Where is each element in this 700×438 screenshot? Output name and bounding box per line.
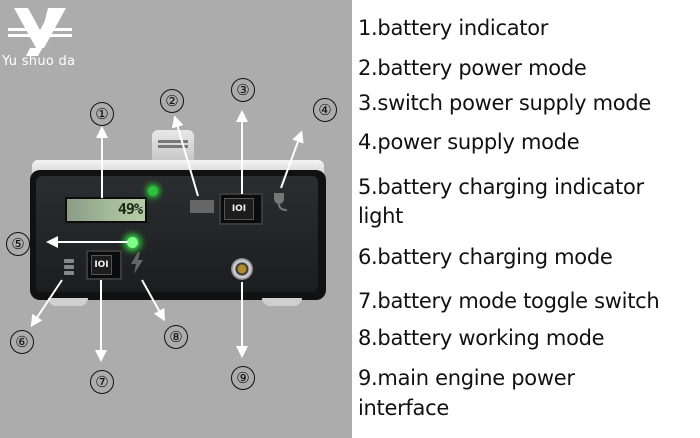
callout-number-6: ⑥ <box>10 330 34 354</box>
status-led <box>148 186 158 196</box>
main-power-connector <box>231 258 253 280</box>
battery-percentage: 49% <box>117 200 143 218</box>
legend-item-5-cont: light <box>358 204 404 228</box>
legend-item-6: 6.battery charging mode <box>358 245 613 269</box>
brand-name: Yu shuo da <box>2 54 76 69</box>
brand-logo-icon <box>8 8 72 56</box>
battery-icon <box>190 200 214 213</box>
charging-indicator-led <box>127 237 138 248</box>
callout-number-4: ④ <box>313 98 337 122</box>
legend-panel: 1.battery indicator 2.battery power mode… <box>352 0 700 438</box>
device-front-panel <box>36 176 318 292</box>
lightning-bolt-icon <box>131 252 143 274</box>
device-body <box>30 170 326 300</box>
legend-item-9-cont: interface <box>358 396 449 420</box>
callout-number-8: ⑧ <box>164 325 188 349</box>
callout-number-5: ⑤ <box>6 232 30 256</box>
legend-item-7: 7.battery mode toggle switch <box>358 289 660 313</box>
legend-item-4: 4.power supply mode <box>358 130 580 154</box>
product-photo-panel: Yu shuo da 49% IOI IOI <box>0 0 352 438</box>
callout-number-7: ⑦ <box>90 370 114 394</box>
callout-number-3: ③ <box>231 78 255 102</box>
battery-mode-toggle-switch[interactable]: IOI <box>86 250 122 280</box>
legend-item-5: 5.battery charging indicator <box>358 175 644 199</box>
callout-arrows <box>30 110 304 362</box>
callout-number-2: ② <box>160 89 184 113</box>
device-foot <box>48 298 88 306</box>
legend-item-9: 9.main engine power <box>358 366 575 390</box>
legend-item-8: 8.battery working mode <box>358 326 605 350</box>
battery-mode-switch-label: IOI <box>91 255 112 275</box>
device-foot <box>262 298 302 306</box>
legend-item-1: 1.battery indicator <box>358 16 549 40</box>
legend-item-2: 2.battery power mode <box>358 56 587 80</box>
power-supply-switch-label: IOI <box>224 198 254 220</box>
plug-icon <box>274 193 288 211</box>
callout-number-9: ⑨ <box>231 366 255 390</box>
callout-number-1: ① <box>90 102 114 126</box>
battery-indicator-lcd: 49% <box>65 197 147 223</box>
battery-levels-icon <box>64 259 74 277</box>
legend-item-3: 3.switch power supply mode <box>358 91 651 115</box>
